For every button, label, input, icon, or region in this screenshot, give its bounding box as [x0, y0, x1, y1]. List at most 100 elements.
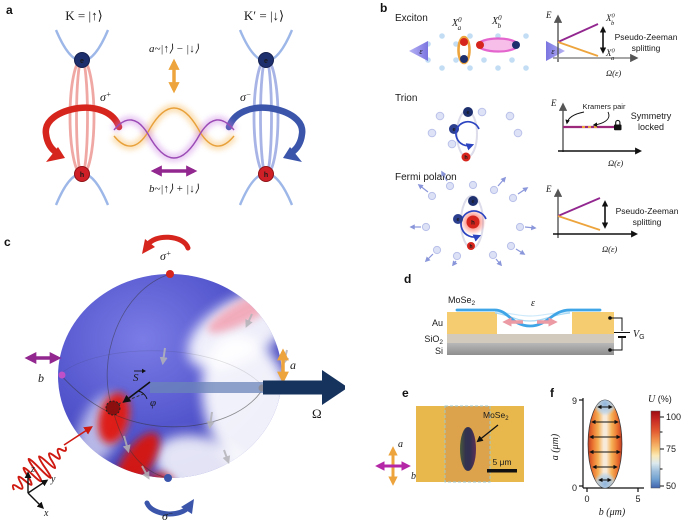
svg-text:E: E — [545, 184, 552, 194]
panel-e-art: e a b MoSe2 5 μm — [375, 386, 524, 486]
gate-circuit: VG — [608, 316, 645, 352]
sio2-layer — [447, 334, 614, 343]
cbar-tick-50: 50 — [666, 481, 676, 491]
xtick-5: 5 — [635, 494, 640, 504]
panel-f-label: f — [550, 386, 555, 400]
svg-text:Ω(ε): Ω(ε) — [606, 68, 621, 78]
au-layer-right — [572, 312, 614, 334]
y-axis-label: y — [50, 474, 56, 485]
panel-a-label: a — [6, 3, 13, 17]
coordinate-axes: z y x — [24, 464, 56, 519]
strain-axis-arrows — [589, 404, 621, 483]
kprime-exciton-ellipses — [252, 57, 280, 177]
exciton-title: Exciton — [395, 13, 428, 24]
sigma-plus-rotation-arrow — [142, 234, 191, 254]
lock-icon — [614, 119, 622, 131]
recoil-arrows — [409, 170, 537, 266]
a-axis-label: a — [290, 358, 296, 372]
device-stack — [447, 308, 614, 355]
svg-text:e: e — [80, 58, 84, 65]
y-axis-label: a (μm) — [550, 433, 561, 460]
panel-f-art: f 9 0 0 5 a (μm) b (μm) — [550, 386, 681, 518]
k-exciton-ellipses — [68, 57, 96, 177]
si-label: Si — [435, 346, 443, 356]
exciton-b-pair — [476, 37, 520, 53]
plot-axes — [579, 398, 644, 492]
phi-label: φ — [150, 397, 156, 409]
svg-text:Ω(ε): Ω(ε) — [602, 244, 617, 254]
svg-text:splitting: splitting — [632, 43, 661, 53]
omega-axis-arrow — [150, 370, 345, 405]
strain-map — [587, 399, 623, 489]
trion-title: Trion — [395, 93, 417, 104]
svg-text:ε: ε — [551, 47, 555, 56]
svg-text:Pseudo-Zeeman: Pseudo-Zeeman — [615, 32, 678, 42]
au-layer-left — [447, 312, 497, 334]
svg-text:e: e — [452, 127, 455, 133]
optical-micrograph: MoSe2 5 μm — [416, 405, 524, 483]
panel-d-art: d MoSe2 ε Au SiO2 Si — [404, 272, 645, 356]
suspended-region — [460, 427, 476, 471]
epsilon-label: ε — [531, 298, 535, 309]
panel-c: c — [0, 230, 345, 522]
b-axis-dot — [58, 371, 66, 379]
svg-text:5 μm: 5 μm — [492, 457, 511, 467]
colorbar: U (%) 100 75 50 — [648, 394, 681, 491]
svg-text:E: E — [545, 10, 552, 20]
sio2-label: SiO2 — [424, 334, 443, 346]
polaron-energy-diagram: E Pseudo-Zeeman splitting Ω(ε) — [545, 184, 679, 254]
mode-waves — [110, 104, 238, 162]
svg-text:e: e — [471, 199, 474, 205]
panel-f: f 9 0 0 5 a (μm) b (μm) — [548, 385, 685, 522]
au-label: Au — [432, 318, 443, 328]
flake-pointer-arrow — [476, 424, 499, 443]
north-pole-dot — [166, 270, 174, 278]
svg-text:e: e — [466, 110, 469, 116]
electron-marker: e — [74, 52, 90, 68]
sigma-minus-rotation-arrow — [144, 499, 194, 517]
svg-text:h: h — [464, 155, 468, 161]
exciton-a-pair — [457, 35, 471, 65]
svg-text:h: h — [469, 244, 472, 250]
sigma-plus-label: σ+ — [100, 90, 111, 104]
mode-a-label: a~|↑⟩ − |↓⟩ — [149, 43, 200, 55]
svg-text:h: h — [264, 172, 268, 179]
svg-text:splitting: splitting — [633, 217, 662, 227]
sigma-plus-label: σ+ — [160, 249, 171, 263]
a-direction-label: a — [398, 439, 403, 450]
sigma-minus-label: σ− — [162, 509, 173, 522]
strain-arrow-right-icon: ε — [546, 41, 565, 61]
panel-a-art: a K = |↑⟩ K′ = |↓⟩ e h — [6, 3, 306, 206]
svg-text:E: E — [550, 98, 557, 108]
panel-c-label: c — [4, 235, 11, 249]
cbar-tick-100: 100 — [666, 412, 681, 422]
panel-d: d MoSe2 ε Au SiO2 Si — [400, 268, 685, 388]
svg-text:Symmetry: Symmetry — [631, 111, 672, 121]
mode-b-label: b~|↑⟩ + |↓⟩ — [149, 183, 200, 195]
electron-marker: e — [258, 52, 274, 68]
svg-text:e: e — [456, 217, 459, 223]
trion-rotation-arrow — [455, 120, 480, 151]
gate-voltage-label: VG — [633, 329, 645, 341]
panel-e-label: e — [402, 386, 409, 400]
scale-bar: 5 μm — [487, 457, 517, 473]
sigma-minus-rotation-arrow — [225, 104, 306, 162]
equator-back-line — [59, 350, 265, 388]
valley-left-label: K = |↑⟩ — [65, 8, 102, 23]
si-layer — [447, 343, 614, 355]
z-axis-label: z — [30, 464, 35, 475]
panel-e: e a b MoSe2 5 μm — [340, 385, 550, 522]
trion-energy-diagram: E Kramers pair Symmetry locked Ω(ε) — [550, 98, 672, 168]
svg-text:e: e — [264, 58, 268, 65]
spin-vector: S φ — [105, 368, 156, 416]
cbar-tick-75: 75 — [666, 444, 676, 454]
south-pole-dot — [164, 474, 172, 482]
b-axis-label: b — [38, 371, 44, 385]
kramers-arrow-right — [592, 111, 610, 127]
kramers-pair-label: Kramers pair — [583, 102, 626, 111]
omega-label: Ω — [312, 406, 322, 421]
